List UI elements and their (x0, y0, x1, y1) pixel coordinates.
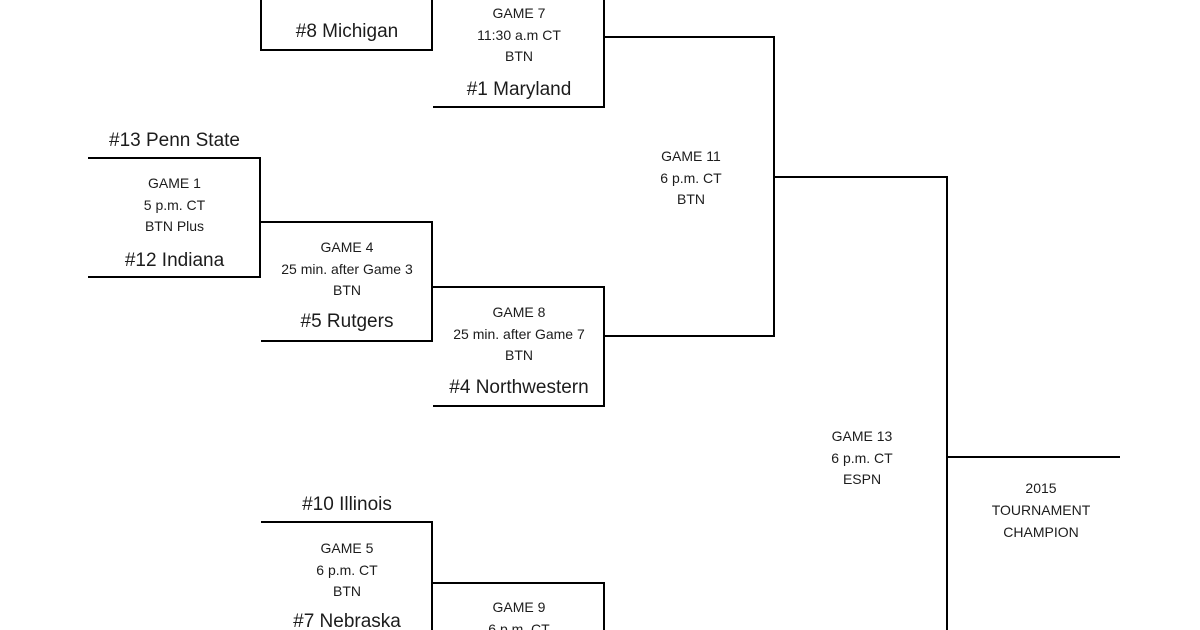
game11-info: GAME 11 6 p.m. CT BTN (605, 146, 777, 211)
bracket-line-game7-right-edge (603, 0, 605, 108)
bracket-line-game5-top (261, 521, 433, 523)
game7-info: GAME 7 11:30 a.m CT BTN (433, 3, 605, 68)
game5-title: GAME 5 (320, 540, 374, 556)
bracket-line-game1-bottom (88, 276, 261, 278)
team-rutgers: #5 Rutgers (300, 311, 394, 332)
game9-title: GAME 9 (492, 599, 546, 615)
game7-title: GAME 7 (492, 5, 546, 21)
champion-line-tournament: TOURNAMENT (991, 502, 1091, 518)
bracket-line-game1-top (88, 157, 261, 159)
team-indiana: #12 Indiana (124, 250, 225, 271)
game5-network: BTN (333, 583, 361, 599)
team-northwestern: #4 Northwestern (449, 377, 589, 398)
game8-title: GAME 8 (492, 304, 546, 320)
team-michigan: #8 Michigan (295, 21, 399, 42)
champion-line-champion: CHAMPION (1003, 524, 1079, 540)
game4-info: GAME 4 25 min. after Game 3 BTN (261, 237, 433, 302)
game5-time: 6 p.m. CT (316, 561, 378, 578)
team-nebraska: #7 Nebraska (293, 611, 401, 630)
bracket-line-game9-right-edge (603, 582, 605, 630)
game7-network: BTN (505, 48, 533, 64)
game13-network: ESPN (842, 471, 882, 487)
bracket-line-game4-right-edge (431, 221, 433, 342)
team-maryland: #1 Maryland (466, 79, 572, 100)
game1-title: GAME 1 (148, 175, 201, 191)
game13-title: GAME 13 (831, 428, 893, 444)
game11-title: GAME 11 (661, 148, 721, 164)
bracket-line-game9-top (433, 582, 605, 584)
game13-time: 6 p.m. CT (831, 449, 893, 466)
bracket-line-game13-vertical (946, 176, 948, 630)
game1-info: GAME 1 5 p.m. CT BTN Plus (88, 173, 261, 238)
bracket-line-feeder-right-edge (260, 0, 262, 51)
game9-info: GAME 9 6 p.m. CT (433, 597, 605, 630)
bracket-line-game11-winner (773, 176, 948, 178)
game5-info: GAME 5 6 p.m. CT BTN (261, 538, 433, 603)
bracket-line-game8-right-edge (603, 286, 605, 407)
game8-network: BTN (505, 347, 533, 363)
bracket-line-game7-bottom (433, 106, 605, 108)
bracket-line-game3-right-edge (431, 0, 433, 51)
game8-info: GAME 8 25 min. after Game 7 BTN (433, 302, 605, 367)
team-penn-state: #13 Penn State (109, 130, 240, 151)
game4-network: BTN (333, 282, 361, 298)
game8-time: 25 min. after Game 7 (453, 325, 585, 342)
champion-line-year: 2015 (1025, 480, 1057, 496)
game11-time: 6 p.m. CT (660, 169, 722, 186)
game13-info: GAME 13 6 p.m. CT ESPN (776, 426, 948, 491)
game11-network: BTN (677, 191, 705, 207)
bracket-line-game8-bottom (433, 405, 605, 407)
bracket-line-game11-vertical (773, 36, 775, 337)
bracket-line-game13-winner (946, 456, 1120, 458)
game7-time: 11:30 a.m CT (477, 26, 561, 43)
game3-info: BTN (261, 0, 433, 6)
bracket-line-game8-top (433, 286, 605, 288)
champion-label: 2015 TOURNAMENT CHAMPION (949, 477, 1133, 543)
game4-time: 25 min. after Game 3 (281, 260, 413, 277)
game4-title: GAME 4 (320, 239, 374, 255)
game9-time: 6 p.m. CT (488, 620, 550, 630)
bracket-line-game3-bottom (261, 49, 433, 51)
game1-network: BTN Plus (144, 218, 205, 234)
bracket-line-game1-right-edge (259, 157, 261, 278)
team-illinois: #10 Illinois (302, 494, 392, 515)
game3-network: BTN (261, 0, 433, 6)
bracket-line-game7-winner (605, 36, 775, 38)
bracket-line-game5-right-edge (431, 521, 433, 630)
bracket-line-game8-winner (605, 335, 775, 337)
bracket-line-game4-bottom (261, 340, 433, 342)
game1-time: 5 p.m. CT (143, 196, 206, 213)
bracket-line-game4-top (261, 221, 433, 223)
